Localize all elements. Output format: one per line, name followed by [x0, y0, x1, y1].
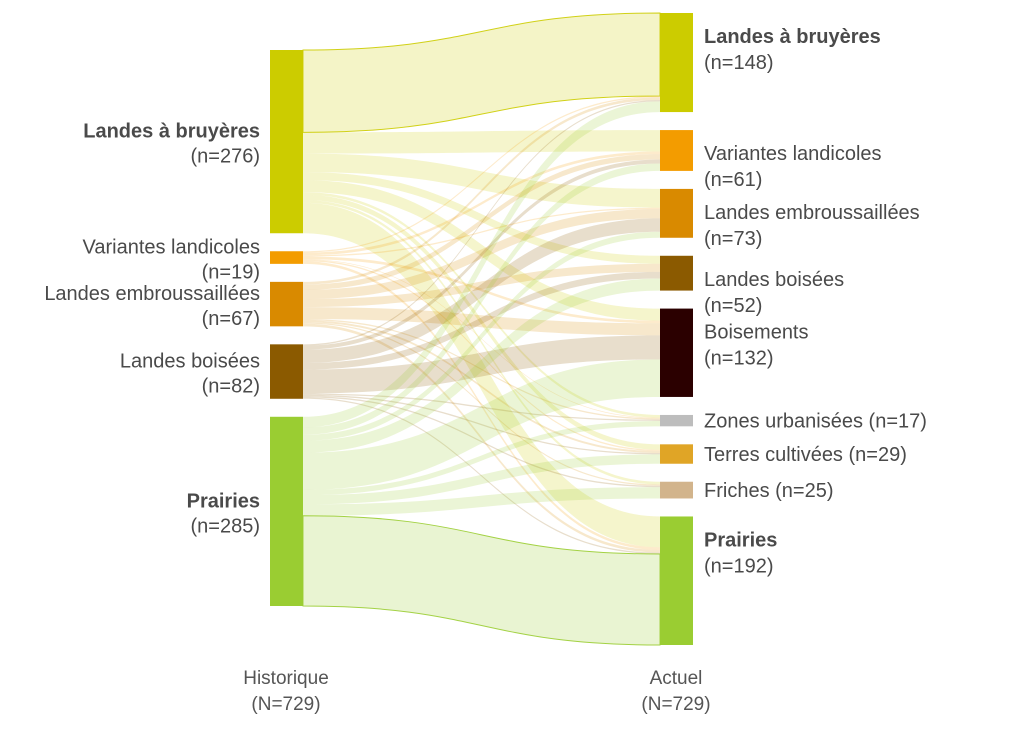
right-count-pr: (n=192): [704, 555, 774, 577]
right-count-lb: (n=148): [704, 52, 774, 74]
flow-lbo-to-vl: [303, 159, 660, 350]
flow-pr-to-fr: [303, 487, 660, 516]
right-node-lbo: [660, 255, 693, 291]
flow-pr-to-tc: [303, 454, 660, 505]
flow-lbo-to-le: [303, 218, 660, 363]
right-node-fr: [660, 481, 693, 499]
node-labels: Landes à bruyères (n=276) Variantes landic…: [44, 26, 927, 577]
flow-vl-to-bo: [303, 256, 660, 324]
left-label-pr: Prairies: [187, 490, 260, 512]
right-count-lbo: (n=52): [704, 295, 762, 317]
flow-le-to-bo: [303, 307, 660, 336]
right-node-pr: [660, 516, 693, 645]
left-count-lb: (n=276): [191, 146, 261, 168]
flow-pr-to-le: [303, 231, 660, 441]
right-node-zu: [660, 414, 693, 427]
right-label-lb: Landes à bruyères: [704, 26, 881, 48]
flow-le-to-zu: [303, 319, 660, 420]
left-label-le: Landes embroussaillées: [44, 283, 260, 305]
right-count-vl: (n=61): [704, 169, 762, 191]
flow-lb-to-pr: [303, 202, 660, 548]
nodes: [270, 13, 693, 645]
right-node-tc: [660, 444, 693, 464]
right-label-zu: Zones urbanisées (n=17): [704, 411, 927, 433]
left-node-lbo: [270, 344, 303, 399]
right-count-bo: (n=132): [704, 348, 774, 370]
right-label-lbo: Landes boisées: [704, 269, 844, 291]
right-count-le: (n=73): [704, 228, 762, 250]
flow-lb-to-tc: [303, 194, 660, 450]
flow-lb-to-zu: [303, 192, 660, 418]
left-label-lb: Landes à bruyères: [83, 121, 260, 143]
flow-lbo-to-zu: [303, 393, 660, 421]
flow-lb-to-fr: [303, 200, 660, 485]
left-label-lbo: Landes boisées: [120, 351, 260, 373]
left-column-title: Historique: [243, 668, 329, 689]
left-count-vl: (n=19): [202, 262, 260, 284]
right-node-bo: [660, 308, 693, 397]
flow-vl-to-zu: [303, 259, 660, 419]
flow-lb-to-vl: [303, 130, 660, 154]
right-column-title: Actuel: [650, 668, 703, 689]
flow-links: [302, 12, 661, 646]
flow-vl-to-le: [303, 207, 660, 257]
flow-lb-to-lbo: [303, 172, 660, 264]
flow-le-to-fr: [303, 322, 660, 486]
flow-pr-to-lb: [303, 101, 660, 428]
flow-lb-to-le: [303, 153, 660, 208]
flow-lbo-to-fr: [303, 396, 660, 488]
left-node-pr: [270, 416, 303, 606]
flow-le-to-tc: [303, 320, 660, 454]
left-label-vl: Variantes landicoles: [82, 237, 260, 259]
right-column-total: (N=729): [641, 694, 710, 715]
left-count-le: (n=67): [202, 308, 260, 330]
flow-vl-to-lb: [303, 96, 660, 253]
flow-lbo-to-pr: [303, 397, 660, 554]
flow-le-to-vl: [303, 154, 660, 290]
right-label-tc: Terres cultivées (n=29): [704, 444, 907, 466]
flow-pr-to-vl: [303, 163, 660, 435]
right-node-vl: [660, 130, 693, 171]
flow-lbo-to-lb: [303, 100, 660, 346]
flow-lbo-to-bo: [303, 335, 660, 394]
right-label-vl: Variantes landicoles: [704, 143, 882, 165]
right-node-lb: [660, 13, 693, 113]
flow-le-to-lbo: [303, 263, 660, 308]
flow-vl-to-tc: [303, 259, 660, 452]
flow-le-to-pr: [303, 323, 660, 553]
flow-vl-to-pr: [303, 261, 660, 550]
flow-lbo-to-tc: [303, 394, 660, 455]
flow-lbo-to-lbo: [303, 271, 660, 370]
left-node-vl: [270, 251, 303, 264]
flow-pr-to-bo: [303, 359, 660, 490]
flow-lb-to-bo: [303, 180, 660, 321]
flow-le-to-lb: [303, 97, 660, 285]
left-column-total: (N=729): [251, 694, 320, 715]
right-label-bo: Boisements: [704, 322, 809, 344]
flow-pr-to-lbo: [303, 278, 660, 453]
right-node-le: [660, 188, 693, 238]
left-count-pr: (n=285): [191, 515, 261, 537]
left-count-lbo: (n=82): [202, 376, 260, 398]
flow-le-to-le: [303, 208, 660, 300]
right-label-pr: Prairies: [704, 529, 777, 551]
left-node-le: [270, 281, 303, 327]
flow-pr-to-zu: [303, 420, 660, 496]
flow-vl-to-vl: [303, 151, 660, 256]
right-label-fr: Friches (n=25): [704, 480, 834, 502]
right-label-le: Landes embroussaillées: [704, 202, 920, 224]
left-node-lb: [270, 50, 303, 234]
